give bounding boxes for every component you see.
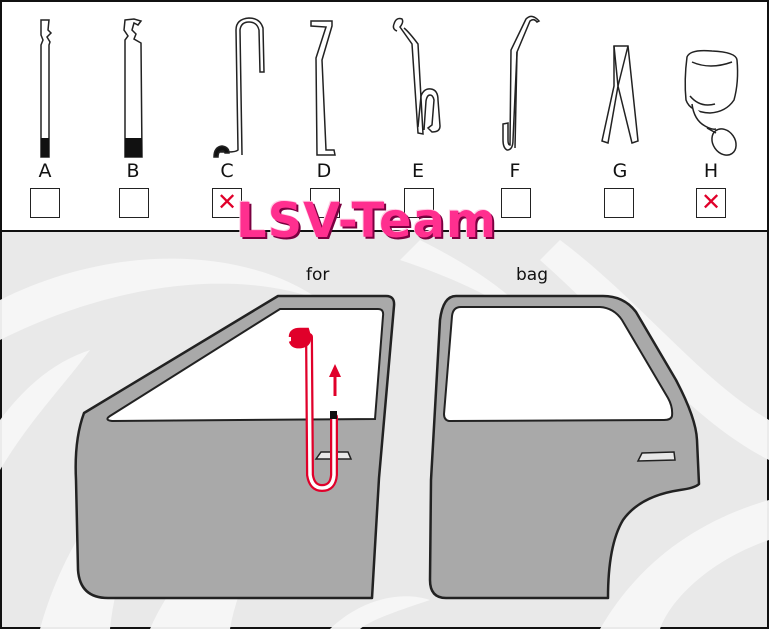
watermark-logo: LSV-Team xyxy=(236,193,498,249)
tool-label-a: A xyxy=(38,160,52,182)
tool-c-drawing xyxy=(213,17,265,158)
check-mark-icon xyxy=(120,189,148,217)
check-mark-icon xyxy=(31,189,59,217)
tool-label-f: F xyxy=(509,160,521,182)
tool-b-drawing xyxy=(123,18,143,158)
front-door-label: for xyxy=(306,265,330,285)
tool-g-drawing xyxy=(601,45,639,144)
tool-checkbox-h[interactable]: ✕ xyxy=(696,188,726,218)
tool-e-drawing xyxy=(392,17,441,135)
inserted-tool xyxy=(288,327,338,492)
rear-door-handle xyxy=(636,451,676,462)
rear-door-label: bag xyxy=(516,265,548,285)
tool-label-e: E xyxy=(411,160,424,182)
tool-f-drawing xyxy=(502,15,541,151)
front-door xyxy=(74,294,396,600)
tool-h-drawing xyxy=(684,49,739,156)
tool-checkbox-c[interactable]: ✕ xyxy=(212,188,242,218)
up-arrow-icon xyxy=(329,364,341,396)
tool-checkbox-g[interactable] xyxy=(604,188,634,218)
tool-checkbox-e[interactable] xyxy=(404,188,434,218)
tool-label-h: H xyxy=(703,160,719,182)
tool-d-drawing xyxy=(310,20,336,156)
tool-label-g: G xyxy=(612,160,628,182)
tool-checkbox-f[interactable] xyxy=(501,188,531,218)
tool-checkbox-d[interactable] xyxy=(310,188,340,218)
rear-door xyxy=(428,294,701,600)
tool-label-d: D xyxy=(316,160,332,182)
check-mark-icon: ✕ xyxy=(216,188,238,216)
tool-a-drawing xyxy=(40,19,53,158)
tool-checkbox-a[interactable] xyxy=(30,188,60,218)
check-mark-icon xyxy=(605,189,633,217)
check-mark-icon: ✕ xyxy=(700,188,722,216)
tool-label-c: C xyxy=(220,160,234,182)
tool-label-b: B xyxy=(126,160,140,182)
check-mark-icon xyxy=(502,189,530,217)
tool-checkbox-b[interactable] xyxy=(119,188,149,218)
